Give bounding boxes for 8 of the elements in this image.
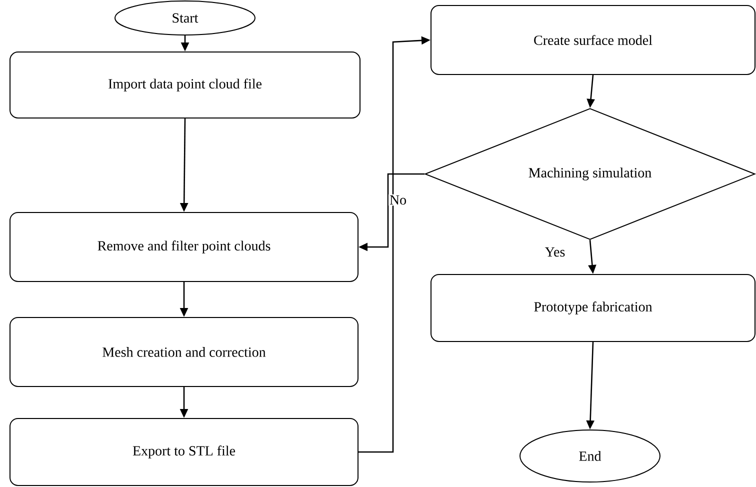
process-box: Remove and filter point clouds xyxy=(10,212,358,282)
process-box: Create surface model xyxy=(430,5,756,75)
process-box: Prototype fabrication xyxy=(430,274,756,342)
process-box: Export to STL file xyxy=(10,418,358,486)
edge-label: Yes xyxy=(544,247,565,257)
process-box: Import data point cloud file xyxy=(10,52,360,118)
process-box: Mesh creation and correction xyxy=(10,317,358,387)
edge-label: No xyxy=(390,195,406,205)
